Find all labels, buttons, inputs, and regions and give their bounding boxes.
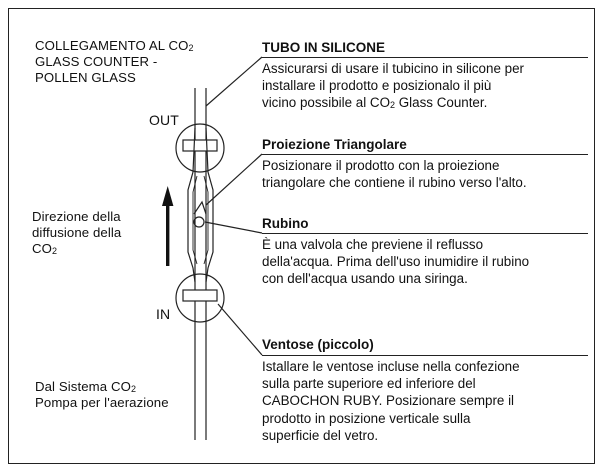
tubo-rule (262, 57, 588, 58)
proiezione-text: Posizionare il prodotto con la proiezion… (262, 158, 527, 191)
label-dal-sistema: Dal Sistema CO2 Pompa per l'aerazione (35, 379, 169, 410)
rubino-title: Rubino (262, 216, 309, 231)
glass-body (187, 127, 214, 283)
proiezione-title: Proiezione Triangolare (262, 137, 407, 152)
proiezione-rule (262, 154, 588, 155)
label-out: OUT (149, 112, 179, 128)
triangular-projection (193, 200, 207, 215)
label-collegamento: COLLEGAMENTO AL CO2 GLASS COUNTER - POLL… (35, 38, 194, 85)
leader-tubo (205, 56, 263, 107)
rubino-rule (262, 233, 588, 234)
suction-clip-top (182, 139, 218, 152)
ventose-text: Istallare le ventose incluse nella confe… (262, 359, 520, 443)
ventose-title: Ventose (piccolo) (262, 337, 374, 352)
ruby-icon (193, 216, 205, 228)
suction-cup-top (175, 123, 225, 173)
leader-ventose (217, 303, 263, 356)
direction-arrow-icon (162, 186, 174, 266)
leader-proiezione (205, 153, 263, 206)
diagram-frame (8, 8, 595, 464)
ventose-rule (262, 355, 588, 356)
label-direzione: Direzione della diffusione della CO2 (32, 209, 122, 256)
suction-clip-bottom (182, 289, 218, 302)
tubo-text: Assicurarsi di usare il tubicino in sili… (262, 61, 524, 111)
rubino-text: È una valvola che previene il reflusso d… (262, 237, 530, 287)
label-in: IN (156, 306, 171, 322)
tubo-title: TUBO IN SILICONE (262, 40, 386, 55)
leader-rubino (204, 221, 263, 234)
suction-cup-bottom (175, 273, 225, 323)
glass-inner (192, 175, 209, 265)
